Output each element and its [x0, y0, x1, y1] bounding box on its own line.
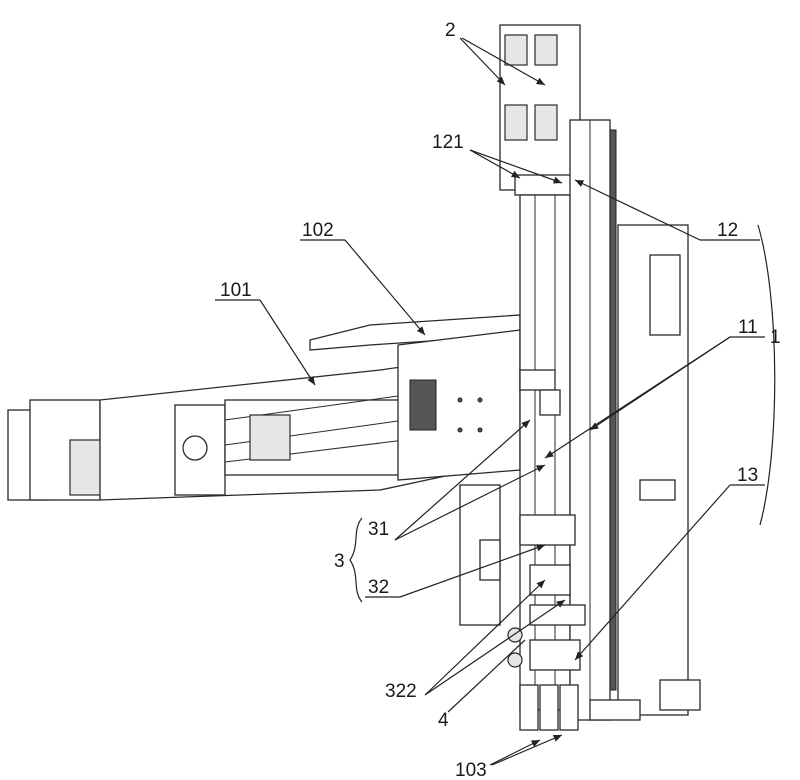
label-121: 121	[432, 132, 464, 153]
label-12: 12	[717, 220, 738, 241]
label-102: 102	[302, 220, 334, 241]
label-2: 2	[445, 20, 456, 41]
label-32: 32	[368, 577, 389, 598]
label-31: 31	[368, 519, 389, 540]
mounting-plate-102	[397, 329, 521, 481]
label-4: 4	[438, 710, 449, 731]
label-322: 322	[385, 681, 417, 702]
leader-lines	[215, 37, 776, 766]
label-13: 13	[737, 465, 758, 486]
label-101: 101	[220, 280, 252, 301]
label-103: 103	[455, 760, 487, 780]
label-3: 3	[334, 551, 345, 572]
label-11: 11	[738, 317, 758, 338]
label-1: 1	[770, 327, 781, 348]
